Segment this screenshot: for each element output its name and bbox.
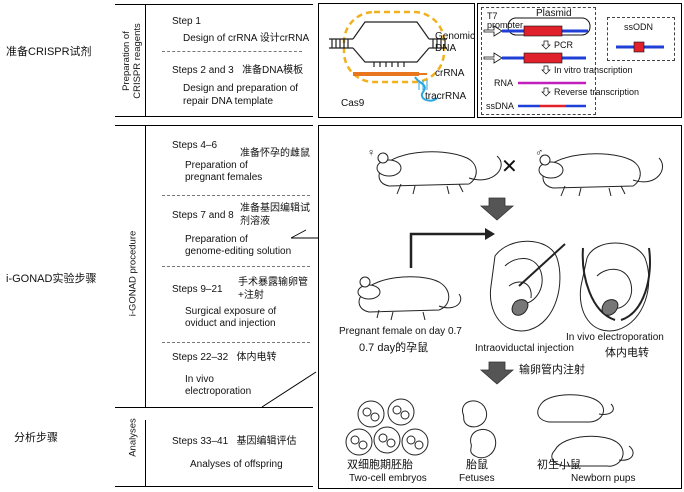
step22-title: Steps 22–32 体内电转: [172, 352, 277, 363]
pups-illustration: [537, 394, 634, 467]
section-prep-cn: 准备CRISPR试剂: [6, 46, 92, 58]
pups-label-cn: 初生小鼠: [537, 459, 581, 471]
step7-desc-2: genome-editing solution: [185, 246, 292, 257]
plasmid-label: Plasmid: [536, 8, 572, 19]
male-symbol: ♂: [535, 147, 544, 159]
bent-arrow: [409, 232, 487, 268]
cas9-label: Cas9: [341, 98, 365, 109]
step4-cn: 准备怀孕的雌鼠: [240, 148, 310, 159]
step33-desc: Analyses of offspring: [190, 459, 283, 470]
pregnant-female-mouse: [357, 276, 462, 321]
template-dashed-box: [481, 7, 596, 115]
crispr-diagram: [329, 10, 447, 102]
rna-label: RNA: [494, 78, 514, 88]
ssodn-label: ssODN: [624, 22, 653, 32]
ssdna-label: ssDNA: [486, 101, 515, 111]
procedure-panel: ♀ ✕ ♂ Pregnant female on day 0.7 0.7 day…: [318, 125, 682, 489]
down-arrow-2: [479, 361, 515, 385]
fetuses-illustration: [462, 400, 497, 459]
ivt-label: In vitro transcription: [554, 65, 633, 75]
embryos-label-en: Two-cell embryos: [349, 473, 427, 484]
procedure-diagram: [345, 151, 664, 467]
step4-desc-1: Preparation of: [185, 160, 248, 171]
injection-illustration: [489, 240, 566, 332]
rt-label: Reverse transcription: [554, 87, 640, 97]
section-analysis-cn: 分析步骤: [14, 432, 58, 444]
step2-desc-1: Design and preparation of: [183, 83, 299, 94]
step22-desc-2: electroporation: [185, 386, 252, 397]
step1-title: Step 1: [172, 16, 201, 27]
pcr-label: PCR: [554, 40, 574, 50]
step9-title: Steps 9–21: [172, 284, 223, 295]
divider-analysis-bottom: [115, 486, 313, 487]
step9-cn-1: 手术暴露输卵管: [238, 277, 308, 288]
step33-title: Steps 33–41 基因编辑评估: [172, 436, 297, 447]
embryos-illustration: [345, 398, 429, 456]
female-symbol: ♀: [367, 147, 376, 159]
divider-analysis-vertical: [145, 420, 146, 486]
pregnant-label-cn: 0.7 day的孕鼠: [359, 342, 429, 354]
step9-desc-2: oviduct and injection: [185, 318, 276, 329]
template-diagram: [483, 17, 664, 108]
embryos-label-cn: 双细胞期胚胎: [347, 459, 413, 471]
section-igonad-cn: i-GONAD实验步骤: [6, 273, 97, 285]
divider-prep-vertical: [145, 4, 146, 116]
crrna-label: crRNA: [435, 68, 465, 79]
step4-title: Steps 4–6: [172, 140, 218, 151]
pregnant-label-en: Pregnant female on day 0.7: [339, 326, 462, 337]
divider-igonad-vertical: [145, 125, 146, 407]
divider-top: [115, 4, 313, 5]
divider-prep-bottom: [115, 116, 313, 117]
electro-label-cn: 体内电转: [605, 347, 649, 359]
cas9-outline: [342, 10, 446, 84]
genomic-dna-label: Genomic DNA: [435, 31, 476, 54]
ssodn-box: [607, 17, 675, 61]
step22-desc-1: In vivo: [185, 374, 214, 385]
step2-title: Steps 2 and 3 准备DNA模板: [172, 65, 304, 76]
step7-cn-2: 剂溶液: [240, 216, 270, 227]
step7-cn-1: 准备基因编辑试: [240, 203, 310, 214]
divider-igonad-bottom: [115, 407, 313, 408]
tracrrna-label: tracrRNA: [425, 91, 467, 102]
fetuses-label-en: Fetuses: [459, 473, 495, 484]
male-mouse: [538, 153, 664, 197]
electro-label-en: In vivo electroporation: [566, 332, 664, 343]
pups-label-en: Newborn pups: [571, 473, 636, 484]
down-arrow-1: [479, 197, 515, 221]
injection-label-cn: 输卵管内注射: [519, 364, 585, 376]
fetuses-label-cn: 胎鼠: [466, 459, 488, 471]
step9-cn-2: +注射: [238, 290, 264, 301]
step2-desc-2: repair DNA template: [183, 96, 274, 107]
female-mouse: [376, 151, 502, 195]
step9-desc-1: Surgical exposure of: [185, 306, 277, 317]
step7-desc-1: Preparation of: [185, 234, 248, 245]
crispr-panel: Genomic DNA crRNA tracrRNA Cas9: [318, 3, 475, 118]
cross-symbol: ✕: [501, 156, 518, 178]
step4-desc-2: pregnant females: [185, 172, 263, 183]
electroporation-illustration: [579, 242, 651, 332]
step1-desc: Design of crRNA 设计crRNA: [183, 33, 310, 44]
injection-label-en: Intraoviductal injection: [475, 343, 574, 354]
step7-title: Steps 7 and 8: [172, 210, 234, 221]
divider-igonad-top: [115, 125, 313, 126]
